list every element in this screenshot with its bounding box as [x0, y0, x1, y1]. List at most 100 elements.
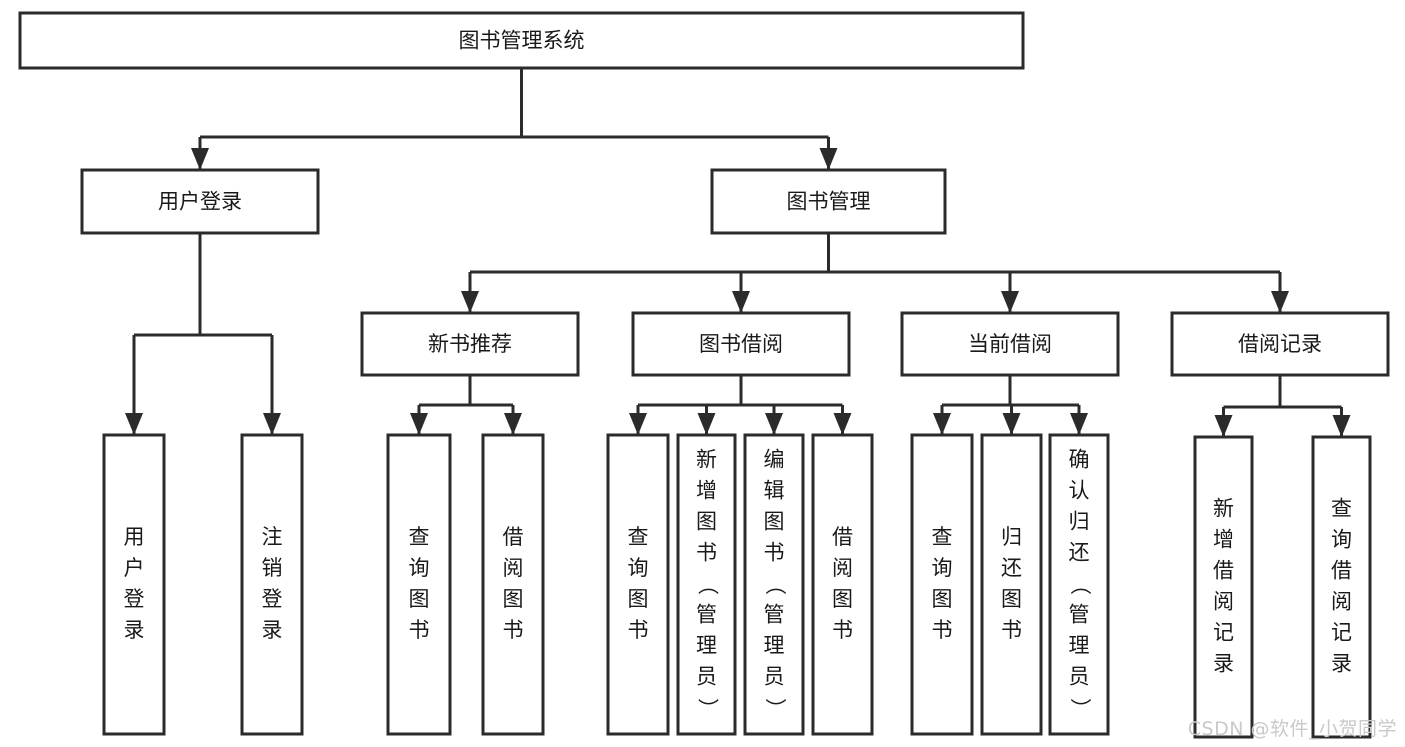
node-borrow-record[interactable]: 借阅记录 — [1170, 311, 1390, 377]
node-label-char: （ — [1068, 574, 1092, 595]
node-label-char: （ — [763, 574, 787, 595]
arrow-head-icon — [1214, 415, 1233, 437]
node-leaf-return-book[interactable]: 归还图书归还图书 — [980, 433, 1043, 736]
node-label-user-login: 用户登录 — [158, 190, 242, 214]
node-label-char: 管 — [1069, 603, 1090, 627]
node-label-char: 登 — [124, 587, 145, 611]
connector-userlogin-to-leaves — [125, 233, 281, 435]
node-label-char: 增 — [1213, 528, 1234, 552]
node-box-leaf-edit-book-admin — [743, 433, 805, 736]
node-book-borrow[interactable]: 图书借阅 — [631, 311, 851, 377]
node-box-borrow-record — [1170, 311, 1390, 377]
node-label-char: 管 — [764, 603, 785, 627]
node-box-leaf-add-book-admin — [676, 433, 737, 736]
node-label-char: 图 — [628, 587, 649, 611]
node-label-char: 阅 — [503, 556, 524, 580]
node-label-char: 书 — [409, 618, 430, 642]
node-leaf-user-login[interactable]: 用户登录用户登录 — [102, 433, 166, 736]
node-box-new-book-recommend — [360, 311, 580, 377]
node-label-char: 阅 — [1331, 590, 1352, 614]
node-label-char: 查 — [932, 525, 953, 549]
node-leaf-query-book-current[interactable]: 查询图书查询图书 — [910, 433, 974, 736]
node-leaf-query-borrow-record[interactable]: 查询借阅记录查询借阅记录 — [1311, 435, 1372, 739]
node-label-char: 书 — [628, 618, 649, 642]
node-box-leaf-borrow-book-recommend — [481, 433, 545, 736]
node-label-char: 书 — [764, 541, 785, 565]
node-user-login[interactable]: 用户登录 — [80, 168, 320, 235]
node-label-char: 管 — [696, 603, 717, 627]
node-label-char: 借 — [1331, 559, 1352, 583]
node-label-char: 注 — [262, 525, 283, 549]
arrow-head-icon — [833, 413, 852, 435]
node-new-book-recommend[interactable]: 新书推荐 — [360, 311, 580, 377]
node-box-leaf-user-login — [102, 433, 166, 736]
node-label-char: 图 — [1001, 587, 1022, 611]
node-box-current-borrow — [900, 311, 1120, 377]
node-label-char: 录 — [124, 618, 145, 642]
node-label-char: 询 — [628, 556, 649, 580]
node-label-char: 新 — [696, 448, 717, 472]
node-box-leaf-return-book — [980, 433, 1043, 736]
csdn-watermark: CSDN @软件_小贺同学 — [1187, 718, 1397, 740]
node-label-char: 员 — [764, 665, 785, 689]
arrow-head-icon — [1070, 413, 1088, 435]
arrow-head-icon — [1001, 291, 1019, 313]
node-label-char: 图 — [409, 587, 430, 611]
node-label-char: 员 — [1069, 665, 1090, 689]
arrow-head-icon — [263, 413, 281, 435]
node-label-char: 户 — [124, 556, 145, 580]
node-leaf-add-borrow-record[interactable]: 新增借阅记录新增借阅记录 — [1193, 435, 1254, 739]
node-label-char: 图 — [932, 587, 953, 611]
node-box-book-management — [710, 168, 947, 235]
connector-borrow-to-leaves — [629, 375, 852, 435]
node-label-current-borrow: 当前借阅 — [968, 332, 1052, 356]
node-label-char: 还 — [1069, 541, 1090, 565]
node-leaf-query-book-borrow[interactable]: 查询图书查询图书 — [606, 433, 670, 736]
node-label-char: 理 — [696, 634, 717, 658]
node-label-char: 归 — [1069, 510, 1090, 534]
arrow-head-icon — [504, 413, 522, 435]
node-label-char: 书 — [1001, 618, 1022, 642]
node-label-char: （ — [696, 574, 720, 595]
node-label-root: 图书管理系统 — [459, 29, 585, 53]
node-current-borrow[interactable]: 当前借阅 — [900, 311, 1120, 377]
node-label-borrow-record: 借阅记录 — [1238, 332, 1322, 356]
node-label-char: 记 — [1331, 621, 1352, 645]
node-label-char: 图 — [696, 510, 717, 534]
node-box-leaf-query-book-borrow — [606, 433, 670, 736]
node-leaf-borrow-book[interactable]: 借阅图书借阅图书 — [811, 433, 874, 736]
node-label-char: 借 — [832, 525, 853, 549]
node-leaf-logout[interactable]: 注销登录注销登录 — [240, 433, 304, 736]
node-leaf-query-book-recommend[interactable]: 查询图书查询图书 — [386, 433, 452, 736]
node-label-char: 询 — [409, 556, 430, 580]
node-label-char: 书 — [503, 618, 524, 642]
node-label-char: 图 — [832, 587, 853, 611]
node-label-char: 询 — [932, 556, 953, 580]
connector-record-to-leaves — [1214, 375, 1351, 437]
arrow-head-icon — [697, 413, 716, 435]
node-label-char: 书 — [696, 541, 717, 565]
arrow-head-icon — [732, 291, 750, 313]
node-box-leaf-query-book-recommend — [386, 433, 452, 736]
arrow-head-icon — [1332, 415, 1351, 437]
node-box-root — [18, 11, 1025, 70]
node-leaf-borrow-book-recommend[interactable]: 借阅图书借阅图书 — [481, 433, 545, 736]
node-box-user-login — [80, 168, 320, 235]
arrow-head-icon — [933, 413, 951, 435]
arrow-head-icon — [819, 148, 838, 170]
node-label-char: ） — [1068, 698, 1092, 719]
arrow-head-icon — [1002, 413, 1021, 435]
node-label-char: 阅 — [832, 556, 853, 580]
node-label-char: 编 — [764, 448, 785, 472]
arrow-head-icon — [765, 413, 783, 435]
node-label-char: 登 — [262, 587, 283, 611]
node-label-new-book-recommend: 新书推荐 — [428, 332, 512, 356]
node-book-management[interactable]: 图书管理 — [710, 168, 947, 235]
connectors-layer — [125, 68, 1351, 437]
node-label-char: 确 — [1069, 448, 1090, 472]
node-root[interactable]: 图书管理系统 — [18, 11, 1025, 70]
